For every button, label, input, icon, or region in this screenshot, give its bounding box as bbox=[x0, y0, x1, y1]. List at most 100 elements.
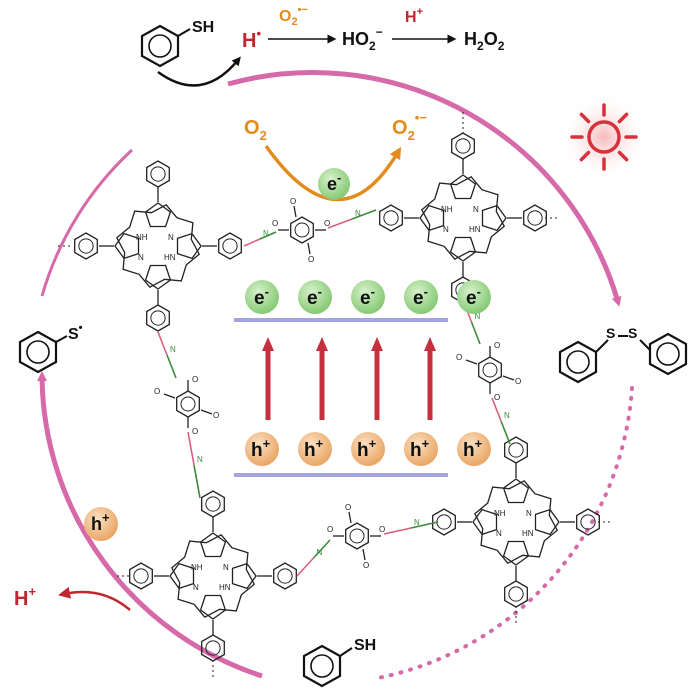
svg-text:O2•−: O2•− bbox=[279, 4, 308, 28]
n-label: N bbox=[193, 583, 199, 592]
azo-n-label: N bbox=[475, 312, 481, 321]
n-label: N bbox=[223, 563, 229, 572]
hole-row: h+h+h+h+h+ bbox=[245, 432, 491, 466]
svg-text:e-: e- bbox=[360, 284, 375, 309]
thiyl-label: S bbox=[68, 326, 79, 343]
benzene-ring-icon bbox=[648, 332, 688, 376]
sulfur-label-1: S bbox=[606, 325, 615, 341]
ether-o-label: O bbox=[308, 255, 314, 264]
superoxide-product-label: O2•− bbox=[392, 110, 427, 143]
carbonyl-o-label: O bbox=[192, 427, 198, 436]
svg-text:S•: S• bbox=[68, 322, 83, 343]
hydroperoxide-subscript: 2 bbox=[369, 39, 376, 53]
ether-o-label: O bbox=[154, 387, 160, 396]
hn-label: HN bbox=[219, 583, 231, 592]
proton-release-arrow bbox=[58, 586, 131, 611]
azo-n-label: N bbox=[197, 455, 203, 464]
nh-label: NH bbox=[494, 509, 506, 518]
top-thiol-label: SH bbox=[192, 19, 214, 36]
svg-text:H•: H• bbox=[242, 26, 261, 52]
hole-bubble: h+ bbox=[245, 432, 279, 466]
carbonyl-o-label: O bbox=[494, 393, 500, 402]
hydrazone-link: N bbox=[157, 331, 177, 379]
svg-text:e-: e- bbox=[466, 284, 481, 309]
meso-phenyl-ring bbox=[146, 304, 170, 332]
cycle-arc-right-dotted bbox=[376, 386, 634, 680]
band-diagram: e-e-e-e-e- h+h+h+h+h+ bbox=[234, 280, 491, 477]
electron-bubble: e- bbox=[404, 280, 438, 314]
meso-phenyl-ring bbox=[146, 160, 170, 188]
meso-phenyl-ring bbox=[379, 204, 403, 232]
azo-n-label: N bbox=[170, 345, 176, 354]
superoxide-subscript: 2 bbox=[291, 16, 297, 28]
carbonyl-o-label: O bbox=[379, 525, 385, 534]
ether-o-label: O bbox=[345, 503, 351, 512]
electron-row: e-e-e-e-e- bbox=[245, 280, 491, 314]
hn-label: HN bbox=[469, 225, 481, 234]
benzene-ring-icon bbox=[18, 330, 58, 374]
excitation-arrows bbox=[262, 337, 436, 420]
ether-o-label: O bbox=[456, 353, 462, 362]
meso-phenyl-ring bbox=[273, 562, 297, 590]
released-proton-label: H+ bbox=[14, 584, 36, 610]
hole-bubble: h+ bbox=[84, 507, 118, 541]
meso-phenyl-ring bbox=[576, 508, 600, 536]
n-label: N bbox=[168, 233, 174, 242]
hn-label: HN bbox=[164, 253, 176, 262]
nh-label: NH bbox=[441, 205, 453, 214]
azo-n-label: N bbox=[317, 548, 323, 557]
cycle-arc-left-top bbox=[40, 148, 134, 297]
hydroperoxide-charge: − bbox=[376, 25, 383, 39]
carbonyl-o-label: O bbox=[192, 375, 198, 384]
svg-text:e-: e- bbox=[327, 170, 341, 194]
ether-o-label: O bbox=[290, 197, 296, 206]
hydrazone-link: N bbox=[243, 229, 277, 247]
superoxide-label: O bbox=[279, 8, 291, 25]
meso-phenyl-ring bbox=[523, 204, 547, 232]
hydrazone-link: N bbox=[491, 397, 511, 445]
n-label: N bbox=[496, 529, 502, 538]
hole-bubble: h+ bbox=[351, 432, 385, 466]
svg-text:h+: h+ bbox=[251, 436, 271, 461]
thiyl-radical: S• bbox=[18, 322, 83, 374]
svg-text:e-: e- bbox=[254, 284, 269, 309]
svg-text:h+: h+ bbox=[410, 436, 430, 461]
thiol-to-h-radical-arrow bbox=[157, 56, 241, 87]
h-radical-dot: • bbox=[256, 26, 261, 41]
azo-n-label: N bbox=[263, 229, 269, 238]
hole-bubble: h+ bbox=[298, 432, 332, 466]
benzene-ring-icon bbox=[558, 340, 598, 384]
linker-left: O O O O bbox=[154, 375, 219, 436]
reaction-cycle bbox=[37, 70, 634, 680]
n-label: N bbox=[526, 509, 532, 518]
oxygen-label: O2 bbox=[244, 117, 267, 143]
hydroperoxide-label: HO bbox=[342, 29, 369, 49]
svg-text:e-: e- bbox=[413, 284, 428, 309]
carbonyl-o-label: O bbox=[327, 525, 333, 534]
ether-o-label: O bbox=[515, 377, 521, 386]
ether-o-label: O bbox=[213, 411, 219, 420]
proton-charge: + bbox=[417, 6, 423, 18]
proton-label: H bbox=[405, 9, 417, 26]
meso-phenyl-ring bbox=[451, 132, 475, 160]
meso-phenyl-ring bbox=[201, 490, 225, 518]
nh-label: NH bbox=[191, 563, 203, 572]
azo-n-label: N bbox=[504, 411, 510, 420]
top-thiol: SH bbox=[140, 19, 214, 68]
carbonyl-o-label: O bbox=[272, 219, 278, 228]
svg-text:h+: h+ bbox=[357, 436, 377, 461]
n-label: N bbox=[443, 225, 449, 234]
svg-text:H+: H+ bbox=[405, 6, 423, 26]
meso-phenyl-ring bbox=[129, 562, 153, 590]
meso-phenyl-ring bbox=[74, 232, 98, 260]
cycle-arc-top bbox=[227, 70, 622, 307]
hydrazone-link: N bbox=[187, 431, 203, 499]
